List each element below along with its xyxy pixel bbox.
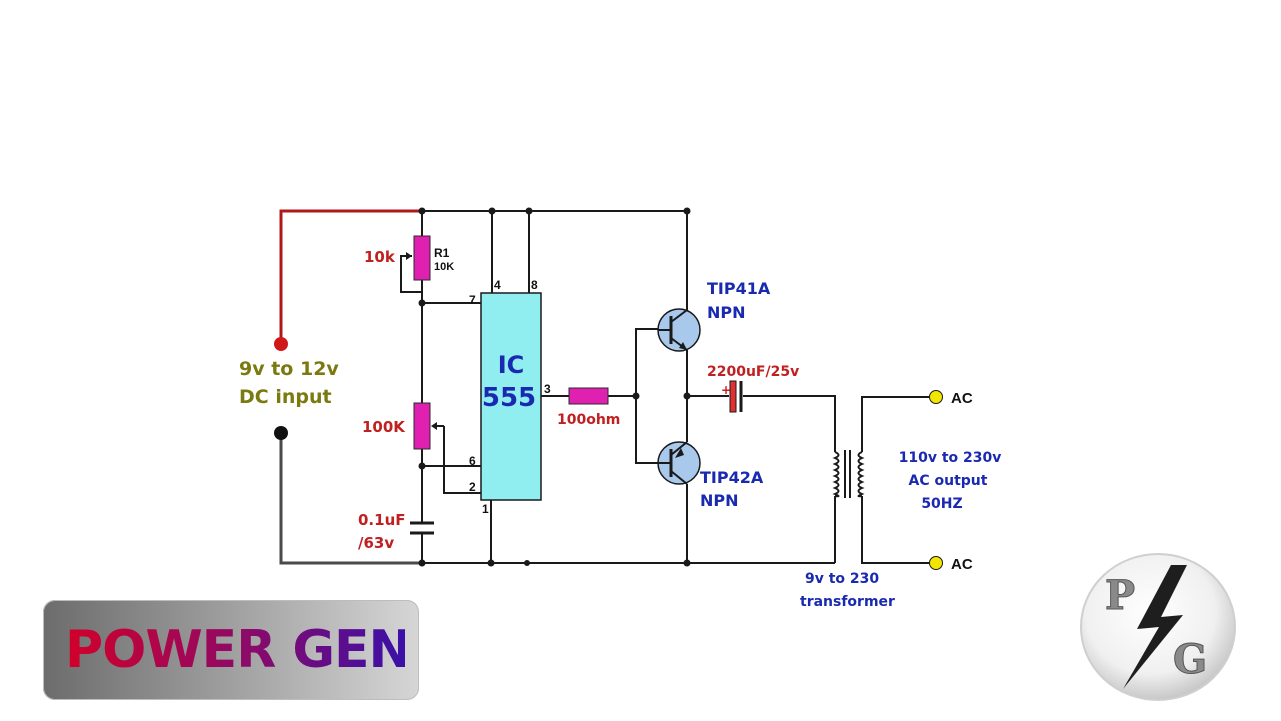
positive-supply-wire: [279, 209, 422, 344]
timing-capacitor: [410, 521, 434, 535]
logo-letter-p: P: [1105, 572, 1135, 619]
pot-top-label: 10k: [364, 248, 396, 266]
ac-terminal-top: [929, 390, 943, 404]
output-cap-label: 2200uF/25v: [707, 364, 799, 380]
brand-banner: POWER GEN: [43, 600, 419, 700]
negative-input-terminal: [274, 426, 288, 440]
pin-4-label: 4: [494, 278, 501, 292]
transistor-tip41a: [657, 308, 701, 352]
pin-1-label: 1: [482, 502, 489, 516]
r1-value-label: 10K: [434, 261, 454, 273]
q2-name-label: TIP42A: [700, 468, 764, 487]
input-label-dc: DC input: [239, 386, 332, 408]
cap-voltage-label: /63v: [358, 534, 394, 552]
q1-type-label: NPN: [707, 303, 746, 322]
pin-8-label: 8: [531, 278, 538, 292]
transistor-tip42a: [657, 441, 701, 485]
resistor-100ohm: [568, 387, 609, 405]
output-label-line3: 50HZ: [921, 496, 962, 512]
pin-2-label: 2: [469, 480, 476, 494]
ac-terminal-bottom: [929, 556, 943, 570]
pot-bottom-label: 100K: [362, 418, 406, 436]
ac-label-top: AC: [951, 390, 973, 407]
pin-3-label: 3: [544, 382, 551, 396]
lightning-bolt-icon: [1123, 565, 1187, 689]
brand-logo: P G: [1080, 553, 1236, 701]
potentiometer-100k: [413, 402, 444, 450]
output-label-line1: 110v to 230v: [899, 450, 1002, 466]
cap-value-label: 0.1uF: [358, 511, 406, 529]
positive-input-terminal: [274, 337, 288, 351]
transformer: [832, 450, 865, 498]
q2-type-label: NPN: [700, 491, 739, 510]
q1-name-label: TIP41A: [707, 279, 771, 298]
r1-name-label: R1: [434, 246, 450, 260]
transformer-label-line1: 9v to 230: [805, 571, 879, 587]
ground-return-wire: [279, 433, 422, 565]
potentiometer-r1: [406, 235, 431, 281]
output-capacitor: [729, 380, 743, 413]
brand-title: POWER GEN: [65, 620, 412, 680]
pin-7-label: 7: [469, 293, 476, 307]
junction-dots: [418, 207, 691, 567]
resistor-label: 100ohm: [557, 412, 620, 428]
ic-label-line1: IC: [498, 351, 525, 379]
ic-label-line2: 555: [482, 383, 536, 413]
output-cap-plus: +: [721, 383, 731, 397]
pin-6-label: 6: [469, 454, 476, 468]
output-label-line2: AC output: [909, 473, 988, 489]
ac-label-bottom: AC: [951, 556, 973, 573]
logo-letter-g: G: [1173, 636, 1207, 683]
ic-555-chip: [480, 292, 542, 501]
transformer-label-line2: transformer: [800, 594, 895, 610]
input-label-voltage: 9v to 12v: [239, 358, 339, 380]
